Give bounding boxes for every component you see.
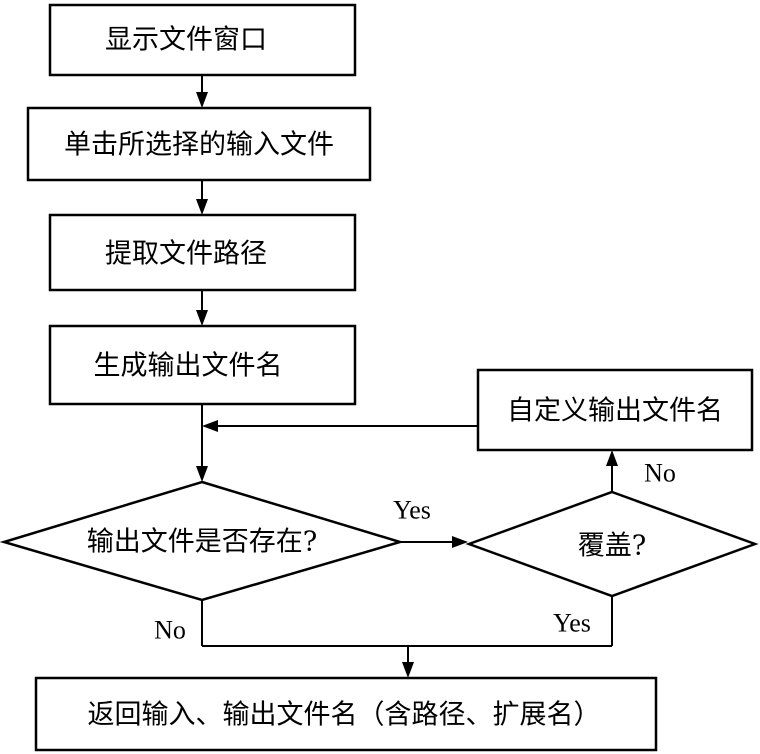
custom-output-name-label: 自定义输出文件名 xyxy=(507,396,723,427)
exists-yes-arrowhead xyxy=(452,536,468,548)
exists-no-label: No xyxy=(154,616,186,645)
arrowhead-1 xyxy=(196,92,208,108)
feedback-arrowhead xyxy=(202,420,218,432)
arrowhead-3 xyxy=(196,310,208,326)
arrowhead-4 xyxy=(196,466,208,482)
generate-output-name-label: 生成输出文件名 xyxy=(94,351,283,382)
return-names-box xyxy=(34,676,658,752)
show-file-window-label: 显示文件窗口 xyxy=(105,25,267,56)
exists-yes-label: Yes xyxy=(393,496,431,525)
return-names-label: 返回输入、输出文件名（含路径、扩展名） xyxy=(88,700,601,731)
show-file-window-box xyxy=(48,3,357,77)
click-input-file-label: 单击所选择的输入文件 xyxy=(64,130,334,161)
merge-arrowhead xyxy=(402,662,414,678)
extract-file-path-label: 提取文件路径 xyxy=(105,239,267,270)
overwrite-no-arrowhead xyxy=(606,450,618,466)
custom-output-name-box xyxy=(476,368,754,452)
click-input-file-box xyxy=(26,106,372,182)
arrowhead-2 xyxy=(196,199,208,215)
overwrite-yes-label: Yes xyxy=(553,609,591,638)
overwrite-no-label: No xyxy=(644,459,676,488)
extract-file-path-box xyxy=(48,213,357,292)
overwrite-label: 覆盖? xyxy=(578,531,646,562)
output-exists-label: 输出文件是否存在? xyxy=(87,527,317,558)
